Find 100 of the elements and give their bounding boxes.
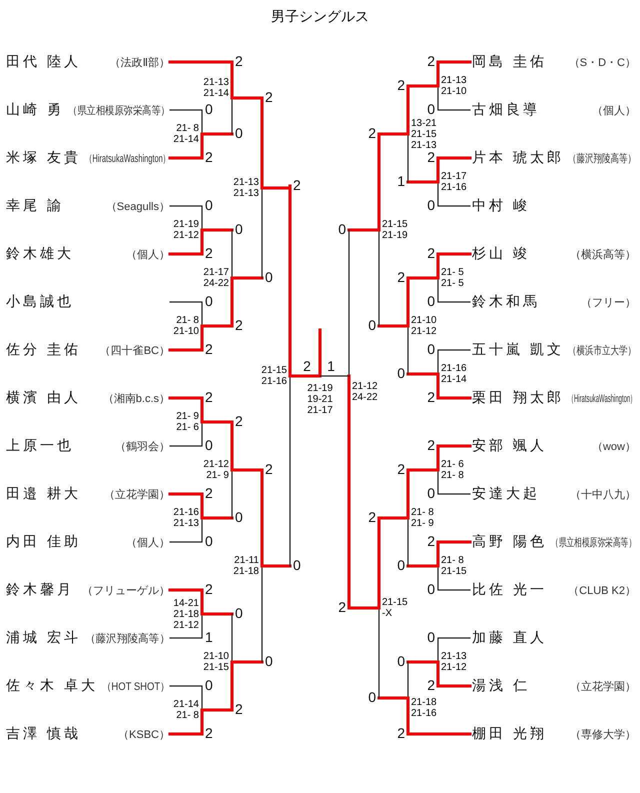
player-name: 岡島 圭佑 xyxy=(472,53,547,71)
player-name: 米塚 友貴 xyxy=(6,149,81,167)
player-name: 加藤 直人 xyxy=(472,629,547,647)
game-score: 21-11 xyxy=(234,555,259,566)
match-score: 0 xyxy=(205,294,213,308)
player-name: 鈴木雄大 xyxy=(6,245,74,263)
team-name: （立花学園） xyxy=(104,488,170,502)
game-score: 21-16 xyxy=(411,708,437,719)
match-score: 2 xyxy=(427,678,435,692)
team-name: （HiratsukaWashington） xyxy=(568,392,636,406)
player-name: 湯浅 仁 xyxy=(472,677,530,695)
game-score: 21-18 xyxy=(173,608,199,620)
game-score: 21-10 xyxy=(173,326,199,337)
match-score: 2 xyxy=(427,534,435,548)
match-score: 0 xyxy=(427,582,435,596)
game-score: 14-21 xyxy=(173,598,199,608)
team-name: （KSBC） xyxy=(118,728,170,742)
team-name: （藤沢翔陵高等） xyxy=(568,152,636,166)
game-score: 21-13 xyxy=(233,177,259,188)
game-score: 21-14 xyxy=(173,134,199,145)
player-name: 幸尾 諭 xyxy=(6,197,64,215)
match-score: 2 xyxy=(427,246,435,260)
game-score: 21-17 xyxy=(307,405,333,416)
player-name: 安達大起 xyxy=(472,485,540,503)
player-name: 中村 峻 xyxy=(472,197,530,215)
match-score: 0 xyxy=(427,102,435,116)
game-score: 21-13 xyxy=(411,140,437,150)
match-score: 2 xyxy=(427,438,435,452)
match-score: 0 xyxy=(235,126,243,140)
game-score: 21-15 xyxy=(441,566,467,577)
page-title: 男子シングルス xyxy=(271,8,369,26)
player-name: 高野 陽色 xyxy=(472,533,547,551)
game-score: 21- 6 xyxy=(441,459,464,470)
match-score: 2 xyxy=(427,390,435,404)
game-score: 21-12 xyxy=(411,326,437,337)
game-score: 21-17 xyxy=(203,267,229,278)
game-score: 21-14 xyxy=(441,374,467,385)
team-name: （横浜市立大学） xyxy=(568,344,636,358)
game-score: 21-12 xyxy=(173,230,199,241)
game-score: 21- 8 xyxy=(441,555,464,566)
game-score: 21-10 xyxy=(411,315,437,326)
match-score: 2 xyxy=(303,359,311,373)
match-score: 2 xyxy=(205,726,213,740)
team-name: （フリューゲル） xyxy=(82,584,170,598)
team-name: （HiratsukaWashington） xyxy=(84,152,170,166)
team-name: （フリー） xyxy=(581,296,636,310)
match-score: 2 xyxy=(397,726,405,740)
game-score: 21-14 xyxy=(203,88,229,99)
match-score: 2 xyxy=(205,582,213,596)
match-score: 0 xyxy=(427,486,435,500)
game-score: 21-18 xyxy=(411,697,437,708)
game-score: -X xyxy=(382,608,392,619)
game-score: 21- 9 xyxy=(176,411,199,422)
match-score: 0 xyxy=(205,198,213,212)
match-score: 2 xyxy=(427,54,435,68)
player-name: 山崎 勇 xyxy=(6,101,64,119)
match-score: 2 xyxy=(293,178,301,192)
game-score: 21-19 xyxy=(382,230,408,241)
match-score: 0 xyxy=(368,318,376,332)
player-name: 田邉 耕大 xyxy=(6,485,81,503)
match-score: 2 xyxy=(205,246,213,260)
match-score: 2 xyxy=(265,462,273,476)
game-score: 21-16 xyxy=(441,363,467,374)
team-name: （立花学園） xyxy=(570,680,636,694)
game-score: 21- 9 xyxy=(206,470,229,481)
player-name: 比佐 光一 xyxy=(472,581,547,599)
team-name: （法政Ⅱ部） xyxy=(110,56,170,70)
game-score: 21-15 xyxy=(382,597,408,608)
player-name: 片本 琥太郎 xyxy=(472,149,564,167)
match-score: 0 xyxy=(397,654,405,668)
game-score: 21-13 xyxy=(441,651,467,662)
match-score: 0 xyxy=(427,198,435,212)
game-score: 21-18 xyxy=(233,566,259,577)
team-name: （個人） xyxy=(592,104,636,118)
game-score: 21- 5 xyxy=(441,267,464,278)
match-score: 0 xyxy=(427,294,435,308)
game-score: 21- 8 xyxy=(176,315,199,326)
team-name: （個人） xyxy=(126,536,170,550)
player-name: 安部 颯人 xyxy=(472,437,547,455)
game-score: 21-16 xyxy=(261,376,287,387)
player-name: 横濱 由人 xyxy=(6,389,81,407)
game-score: 13-21 xyxy=(411,118,437,128)
match-score: 2 xyxy=(397,462,405,476)
game-score: 21- 8 xyxy=(411,507,434,518)
match-score: 1 xyxy=(205,630,213,644)
player-name: 五十嵐 凱文 xyxy=(472,341,564,359)
team-name: （十中八九） xyxy=(570,488,636,502)
team-name: （Seagulls） xyxy=(106,200,170,214)
match-score: 2 xyxy=(265,90,273,104)
match-score: 2 xyxy=(338,600,346,614)
player-name: 杉山 竣 xyxy=(472,245,530,263)
match-score: 2 xyxy=(397,78,405,92)
game-score: 21-13 xyxy=(233,188,259,199)
player-name: 鈴木馨月 xyxy=(6,581,74,599)
team-name: （藤沢翔陵高等） xyxy=(85,632,170,646)
game-score: 21-19 xyxy=(173,219,199,230)
game-score: 21-12 xyxy=(203,459,229,470)
match-score: 0 xyxy=(427,342,435,356)
match-score: 2 xyxy=(205,486,213,500)
player-name: 浦城 宏斗 xyxy=(6,629,81,647)
